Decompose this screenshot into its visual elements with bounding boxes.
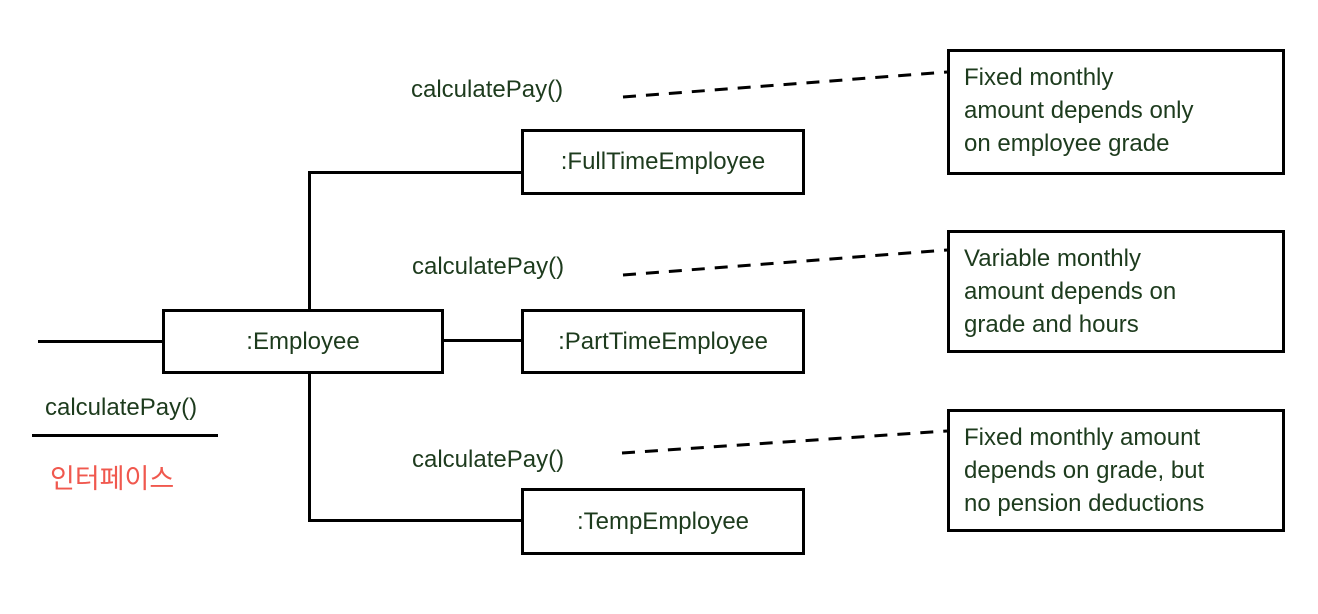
temp-employee-box: :TempEmployee	[521, 488, 805, 555]
temp-method-label: calculatePay()	[412, 446, 565, 473]
lead-line	[38, 340, 162, 343]
employee-box: :Employee	[162, 309, 444, 374]
interface-method-label: calculatePay()	[45, 394, 198, 421]
fulltime-employee-box: :FullTimeEmployee	[521, 129, 805, 195]
interface-underline	[32, 434, 218, 437]
branch-line-fulltime	[308, 171, 521, 174]
fulltime-employee-label: :FullTimeEmployee	[560, 148, 766, 175]
parttime-employee-box: :PartTimeEmployee	[521, 309, 805, 374]
dashed-connector-fulltime	[622, 70, 948, 99]
parttime-employee-label: :PartTimeEmployee	[558, 327, 768, 355]
fulltime-method-label: calculatePay()	[411, 76, 564, 103]
branch-line-parttime	[444, 339, 521, 342]
note-parttime: Variable monthly amount depends on grade…	[947, 230, 1285, 353]
interface-caption: 인터페이스	[50, 464, 175, 494]
note-fulltime: Fixed monthly amount depends only on emp…	[947, 49, 1285, 175]
note-temp: Fixed monthly amount depends on grade, b…	[947, 409, 1285, 532]
dashed-connector-temp	[621, 429, 948, 455]
parttime-method-label: calculatePay()	[412, 253, 565, 280]
dashed-connector-parttime	[622, 248, 948, 277]
temp-employee-label: :TempEmployee	[576, 507, 750, 535]
branch-line-temp	[308, 519, 521, 522]
employee-label: :Employee	[246, 327, 360, 355]
